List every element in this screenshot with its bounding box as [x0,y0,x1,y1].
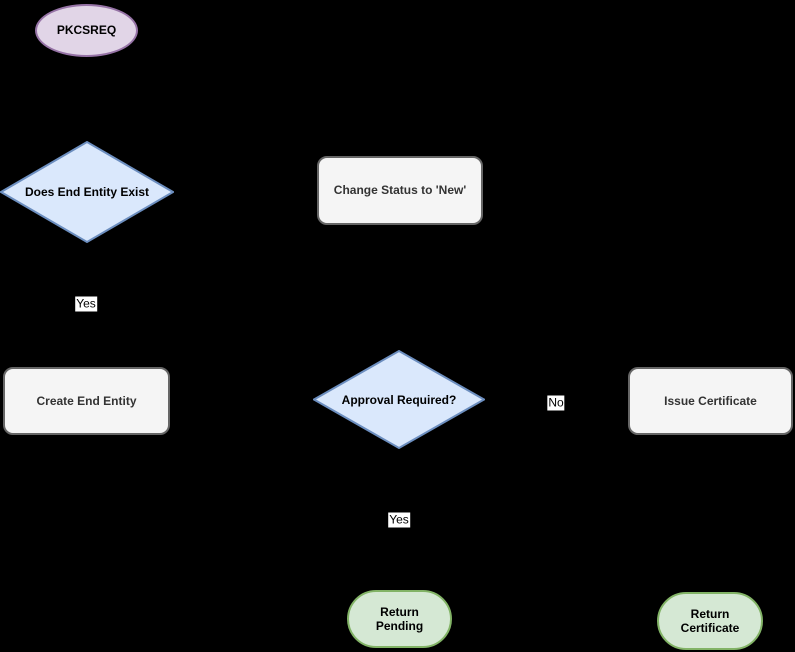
edge-label-yes-approval: Yes [388,512,410,528]
node-create-end-entity-label: Create End Entity [36,393,137,408]
node-issue-certificate: Issue Certificate [628,367,793,435]
node-approval-required-label: Approval Required? [341,392,457,407]
node-create-end-entity: Create End Entity [3,367,170,435]
node-issue-certificate-label: Issue Certificate [664,393,757,408]
node-return-certificate: Return Certificate [657,592,763,650]
diamond-shape [0,141,174,243]
node-change-status-new: Change Status to 'New' [317,156,483,225]
node-pkcsreq-label: PKCSREQ [56,23,117,38]
edge-label-no-approval: No [547,395,565,411]
edge-label-yes-entity-exists: Yes [75,296,97,312]
node-change-status-new-label: Change Status to 'New' [333,183,467,198]
node-return-certificate-label: Return Certificate [680,606,740,635]
node-approval-required: Approval Required? [313,350,485,449]
node-does-end-entity-exist-label: Does End Entity Exist [24,185,150,199]
node-return-pending-label: Return Pending [375,604,424,633]
node-does-end-entity-exist: Does End Entity Exist [0,141,174,243]
node-pkcsreq: PKCSREQ [35,4,138,57]
node-return-pending: Return Pending [347,590,452,648]
diamond-shape [313,350,485,449]
